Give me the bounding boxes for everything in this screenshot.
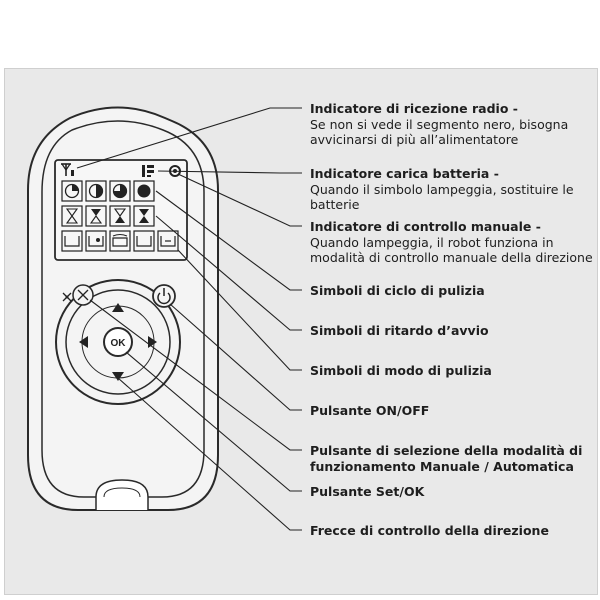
leader-line-mode-select — [89, 299, 302, 451]
down-arrow-icon[interactable] — [112, 372, 124, 381]
start-delay-symbols — [61, 205, 155, 227]
manual-auto-mode-button[interactable] — [72, 284, 94, 306]
callout-title: Indicatore di controllo manuale - — [310, 219, 541, 234]
callout-power-button: Pulsante ON/OFF — [310, 403, 430, 418]
leader-line-delay — [155, 215, 302, 331]
leader-line-battery — [157, 170, 302, 174]
callout-mode-select-button: Pulsante di selezione della modalità di … — [310, 443, 583, 474]
leader-line-radio — [76, 107, 302, 169]
ok-label: OK — [111, 338, 127, 349]
callout-title: Indicatore carica batteria - — [310, 166, 499, 181]
callout-description: Quando il simbolo lampeggia, sostituire … — [310, 181, 574, 213]
leader-line-arrows — [117, 377, 302, 531]
callout-description: Se non si vede il segmento nero, bisogna… — [310, 116, 569, 148]
leader-lines — [76, 107, 302, 531]
left-arrow-icon[interactable] — [79, 336, 88, 348]
callout-start-delay: Simboli di ritardo d’avvio — [310, 323, 489, 338]
callout-direction-arrows: Frecce di controllo della direzione — [310, 523, 549, 538]
leader-line-cycle — [155, 190, 302, 291]
cleaning-cycle-symbols — [61, 180, 155, 202]
callout-ok-button: Pulsante Set/OK — [310, 484, 425, 499]
cleaning-mode-symbols — [61, 230, 179, 252]
up-arrow-icon[interactable] — [112, 303, 124, 312]
ok-button[interactable] — [103, 327, 133, 357]
leader-line-mode — [177, 249, 302, 371]
leader-line-ok — [125, 351, 302, 492]
lcd-screen — [54, 159, 188, 261]
callout-radio-indicator: Indicatore di ricezione radio - Se non s… — [310, 101, 595, 148]
callout-description: Quando lampeggia, il robot funziona in m… — [310, 234, 593, 266]
leader-line-manual — [177, 173, 302, 227]
callout-battery-indicator: Indicatore carica batteria - Quando il s… — [310, 166, 595, 213]
leader-line-power — [169, 303, 302, 411]
radio-reception-icon — [61, 163, 74, 176]
battery-icon — [142, 165, 154, 177]
fan-icon — [62, 292, 72, 302]
callout-manual-indicator: Indicatore di controllo manuale - Quando… — [310, 219, 595, 266]
callout-cleaning-mode: Simboli di modo di pulizia — [310, 363, 492, 378]
power-button[interactable] — [152, 284, 176, 308]
callout-title: Indicatore di ricezione radio - — [310, 101, 518, 116]
callout-cleaning-cycle: Simboli di ciclo di pulizia — [310, 283, 485, 298]
